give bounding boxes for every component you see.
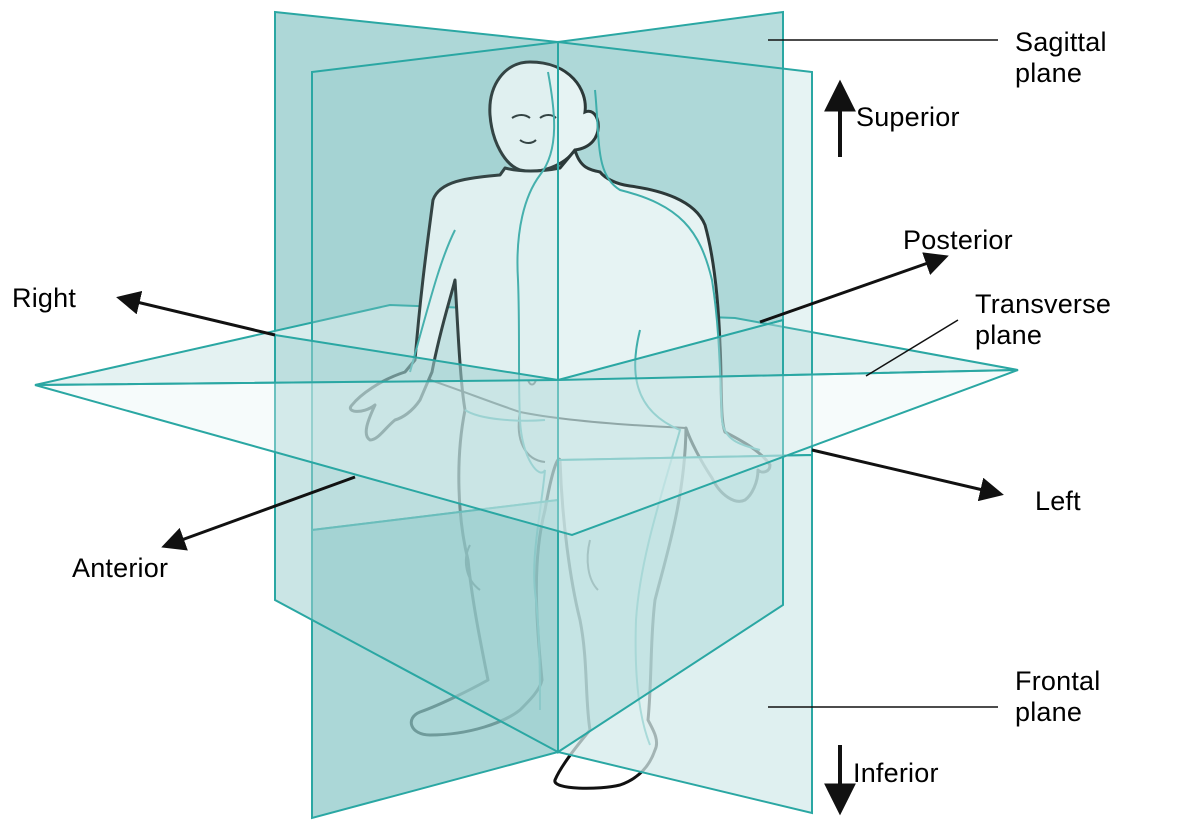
frontal-plane-label-line2: plane [1015,697,1100,728]
sagittal-plane-label-line2: plane [1015,58,1107,89]
transverse-plane-front [35,370,1018,535]
sagittal-plane-label-line1: Sagittal [1015,27,1107,58]
inferior-label: Inferior [853,758,939,789]
transverse-plane-label: Transverse plane [975,289,1111,351]
posterior-label: Posterior [903,225,1013,256]
sagittal-plane-label: Sagittal plane [1015,27,1107,89]
frontal-plane-label: Frontal plane [1015,666,1100,728]
left-arrow [812,450,1000,494]
right-arrow [120,298,275,335]
frontal-plane-label-line1: Frontal [1015,666,1100,697]
transverse-plane-label-line1: Transverse [975,289,1111,320]
superior-label: Superior [856,102,960,133]
transverse-plane-label-line2: plane [975,320,1111,351]
anterior-label: Anterior [72,553,168,584]
left-label: Left [1035,486,1081,517]
right-label: Right [12,283,76,314]
